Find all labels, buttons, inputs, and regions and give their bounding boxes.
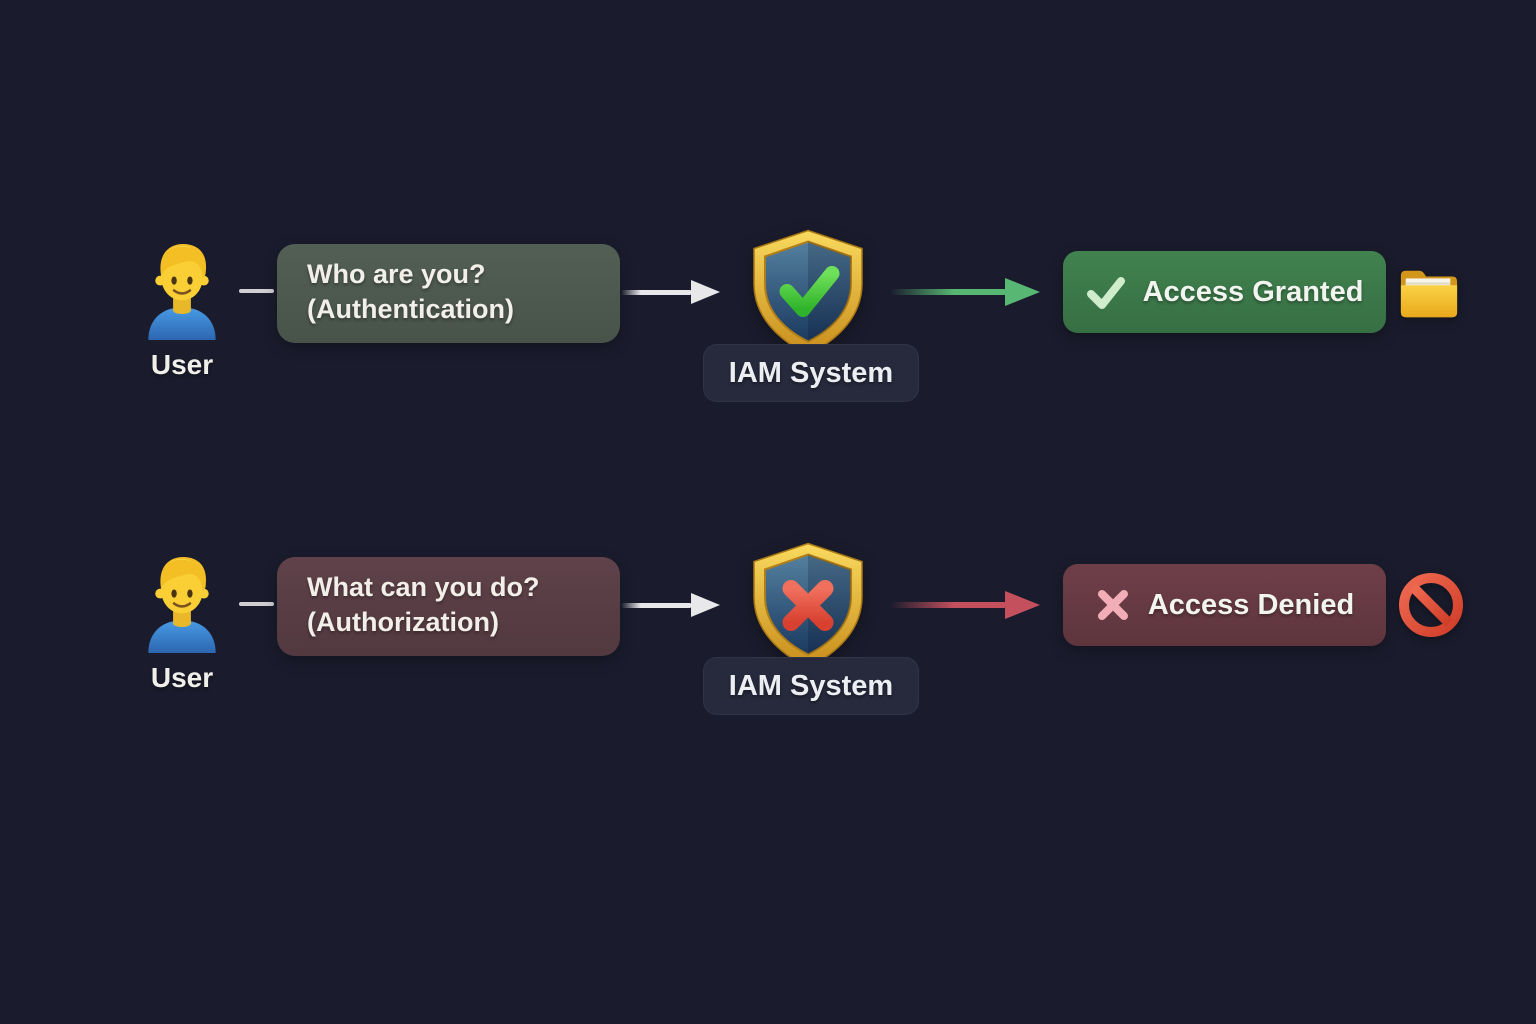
user-label: User xyxy=(150,349,214,380)
access-denied-badge: Access Denied xyxy=(1063,564,1386,646)
question-line2: (Authentication) xyxy=(307,294,514,324)
iam-system-label: IAM System xyxy=(703,657,919,715)
result-label: Access Denied xyxy=(1147,588,1355,621)
result-label: Access Granted xyxy=(1142,275,1364,308)
flow-row-authorization: User What can you do? (Authorization) IA… xyxy=(0,540,1536,750)
user-label: User xyxy=(150,662,214,693)
denied-arrow-icon xyxy=(890,602,1007,608)
question-line1: What can you do? xyxy=(307,572,540,602)
arrow-right-head-icon xyxy=(691,280,720,304)
flow-row-authentication: User Who are you? (Authentication) IAM S… xyxy=(0,227,1536,437)
question-line2: (Authorization) xyxy=(307,607,499,637)
access-granted-badge: Access Granted xyxy=(1063,251,1386,333)
connector-line xyxy=(239,602,274,606)
arrow-right-head-icon xyxy=(691,593,720,617)
question-bubble-authorization: What can you do? (Authorization) xyxy=(277,557,620,656)
shield-check-icon xyxy=(745,227,871,358)
iam-system-text: IAM System xyxy=(728,669,894,702)
shield-x-icon xyxy=(745,540,871,671)
x-icon xyxy=(1097,590,1128,620)
user-avatar-icon xyxy=(142,241,222,340)
no-entry-icon xyxy=(1396,570,1466,640)
iam-system-label: IAM System xyxy=(703,344,919,402)
granted-arrow-icon xyxy=(890,289,1007,295)
check-icon xyxy=(1086,277,1125,309)
arrow-right-icon xyxy=(621,603,692,608)
granted-arrow-head-icon xyxy=(1005,278,1040,306)
question-line1: Who are you? xyxy=(307,259,486,289)
denied-arrow-head-icon xyxy=(1005,591,1040,619)
connector-line xyxy=(239,289,274,293)
iam-system-text: IAM System xyxy=(728,356,894,389)
folder-icon xyxy=(1398,263,1460,321)
user-avatar-icon xyxy=(142,554,222,653)
question-bubble-authentication: Who are you? (Authentication) xyxy=(277,244,620,343)
arrow-right-icon xyxy=(621,290,692,295)
